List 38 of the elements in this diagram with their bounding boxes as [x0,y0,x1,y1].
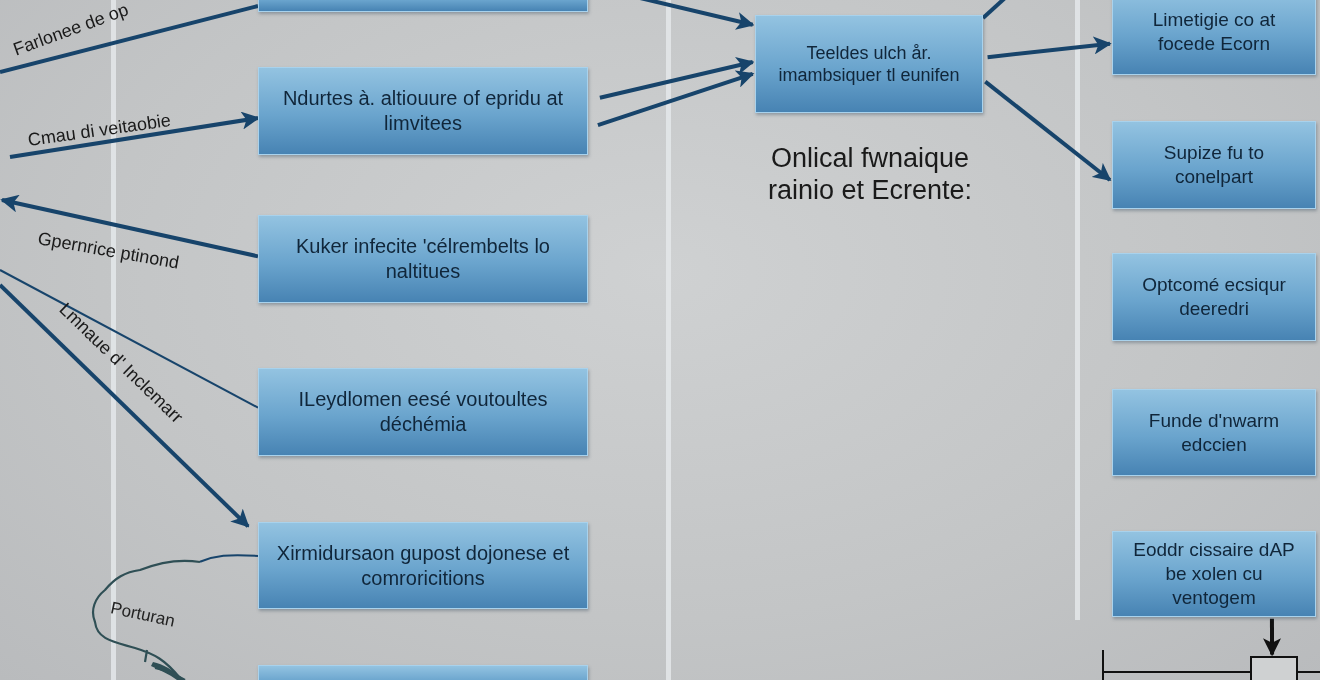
edge-label: Gpernrice ptinond [36,228,181,274]
caption-text: Onlical fwnaique rainio et Ecrente: [766,142,974,207]
box-text: Ndurtes à. altiouure of epridu at limvitees [281,86,565,136]
box-text: ILeydlomen eesé voutoultes déchémia [297,387,549,437]
box-text: Teeldes ulch år. imambsiquer tl eunifen [777,41,961,87]
process-box [1112,0,1316,75]
small-box [1250,656,1298,680]
process-box [258,67,588,155]
box-text: Optcomé ecsiqur deeredri [1141,273,1287,321]
box-text: Eoddr cissaire dAP be xolen cu ventogem [1132,538,1296,610]
box-text: Supize fu to conelpart [1162,141,1266,189]
arrow [597,70,755,127]
process-box [755,15,983,113]
arrow [599,56,755,100]
arrow [1263,618,1281,657]
arrow [639,0,755,30]
process-box [1112,389,1316,476]
arrow [0,194,259,259]
box-text: Xirmidursaon gupost dojonese et comroricitions [275,540,571,591]
process-box [1112,531,1316,617]
arrow [9,111,260,159]
box-text: Kuker infecite 'célrembelts lo naltitues [295,234,551,284]
process-box [258,215,588,303]
arrow [987,36,1112,60]
connector-line [0,269,259,409]
edge-label: Cmau di veitaobie [26,110,173,151]
box-text: Funde d'nwarm edccien [1147,408,1281,457]
arrow [0,283,250,528]
process-box [1112,253,1316,341]
connector-line [981,0,1007,20]
process-box [258,522,588,609]
arrow [984,80,1112,182]
process-box [1112,121,1316,209]
process-box [258,368,588,456]
box-text: Limetigie co at focede Ecorn [1151,7,1277,56]
connector-line [0,4,259,74]
map-label: Porturan [108,598,177,632]
connector-line [199,554,259,563]
